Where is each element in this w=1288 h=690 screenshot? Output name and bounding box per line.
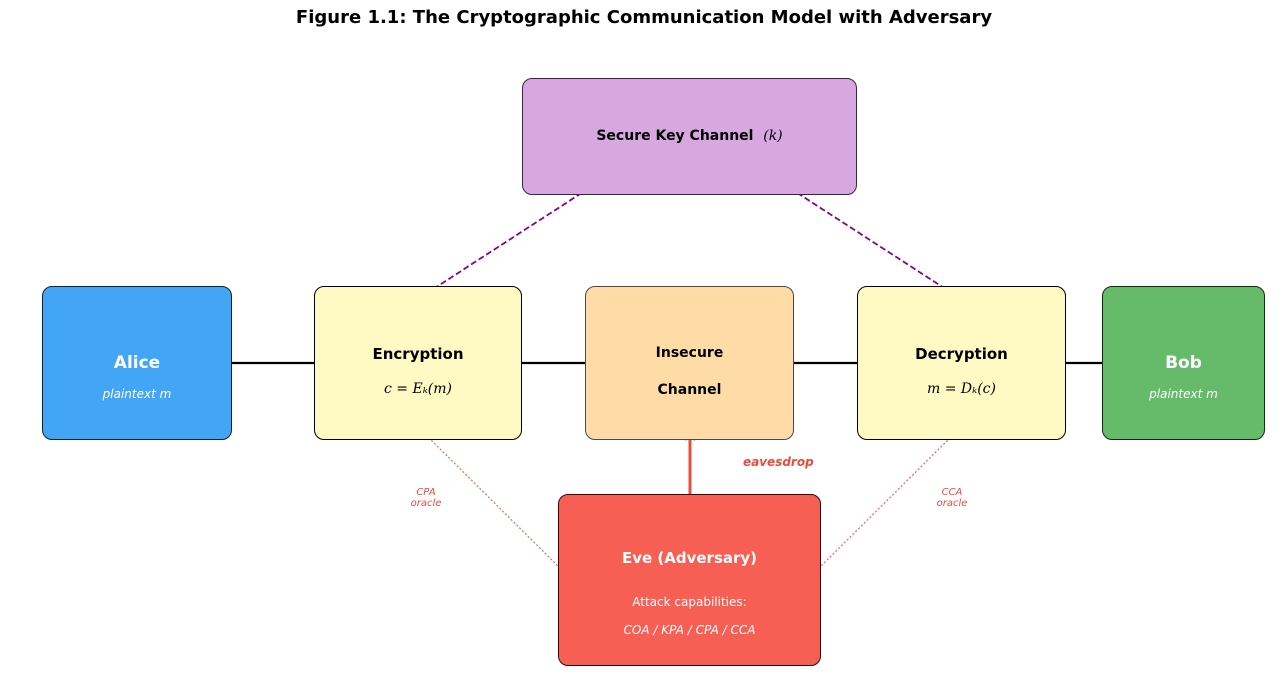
bob-sublabel: plaintext m xyxy=(1149,387,1218,401)
decryption-label: Decryption xyxy=(915,345,1008,363)
eve-capabilities-list: COA / KPA / CPA / CCA xyxy=(623,623,756,637)
secure-key-channel-box: Secure Key Channel (k) xyxy=(522,78,857,195)
key-arrow-to-encryption xyxy=(421,182,598,297)
cca-oracle-label: CCA oracle xyxy=(922,487,982,509)
encryption-formula: c = Eₖ(m) xyxy=(384,381,452,397)
decryption-formula: m = Dₖ(c) xyxy=(926,381,996,397)
decryption-box: Decryption m = Dₖ(c) xyxy=(857,286,1066,440)
cca-oracle-arrow xyxy=(810,429,959,577)
channel-line1: Insecure xyxy=(655,345,724,361)
eve-box: Eve (Adversary) Attack capabilities: COA… xyxy=(558,494,821,666)
key-arrow-to-decryption xyxy=(781,182,958,297)
cca-label-line2: oracle xyxy=(936,498,968,509)
cpa-oracle-arrow xyxy=(420,429,569,577)
channel-line2: Channel xyxy=(657,382,722,398)
encryption-box: Encryption c = Eₖ(m) xyxy=(314,286,522,440)
alice-sublabel: plaintext m xyxy=(102,387,172,401)
eve-label: Eve (Adversary) xyxy=(621,549,758,567)
figure-title: Figure 1.1: The Cryptographic Communicat… xyxy=(295,7,993,28)
encryption-label: Encryption xyxy=(372,345,464,363)
cpa-oracle-label: CPA oracle xyxy=(396,487,456,509)
cca-label-line1: CCA xyxy=(941,487,963,498)
eavesdrop-label: eavesdrop xyxy=(743,455,814,469)
bob-label: Bob xyxy=(1165,353,1202,373)
bob-box: Bob plaintext m xyxy=(1102,286,1265,440)
eve-capabilities-label: Attack capabilities: xyxy=(632,595,747,609)
cpa-label-line2: oracle xyxy=(410,498,442,509)
cpa-label-line1: CPA xyxy=(416,487,436,498)
secure-key-channel-label: Secure Key Channel (k) xyxy=(523,128,856,144)
insecure-channel-box: Insecure Channel xyxy=(585,286,794,440)
key-symbol: (k) xyxy=(763,128,783,144)
key-channel-text: Secure Key Channel xyxy=(596,128,754,144)
alice-box: Alice plaintext m xyxy=(42,286,232,440)
alice-label: Alice xyxy=(113,353,161,373)
